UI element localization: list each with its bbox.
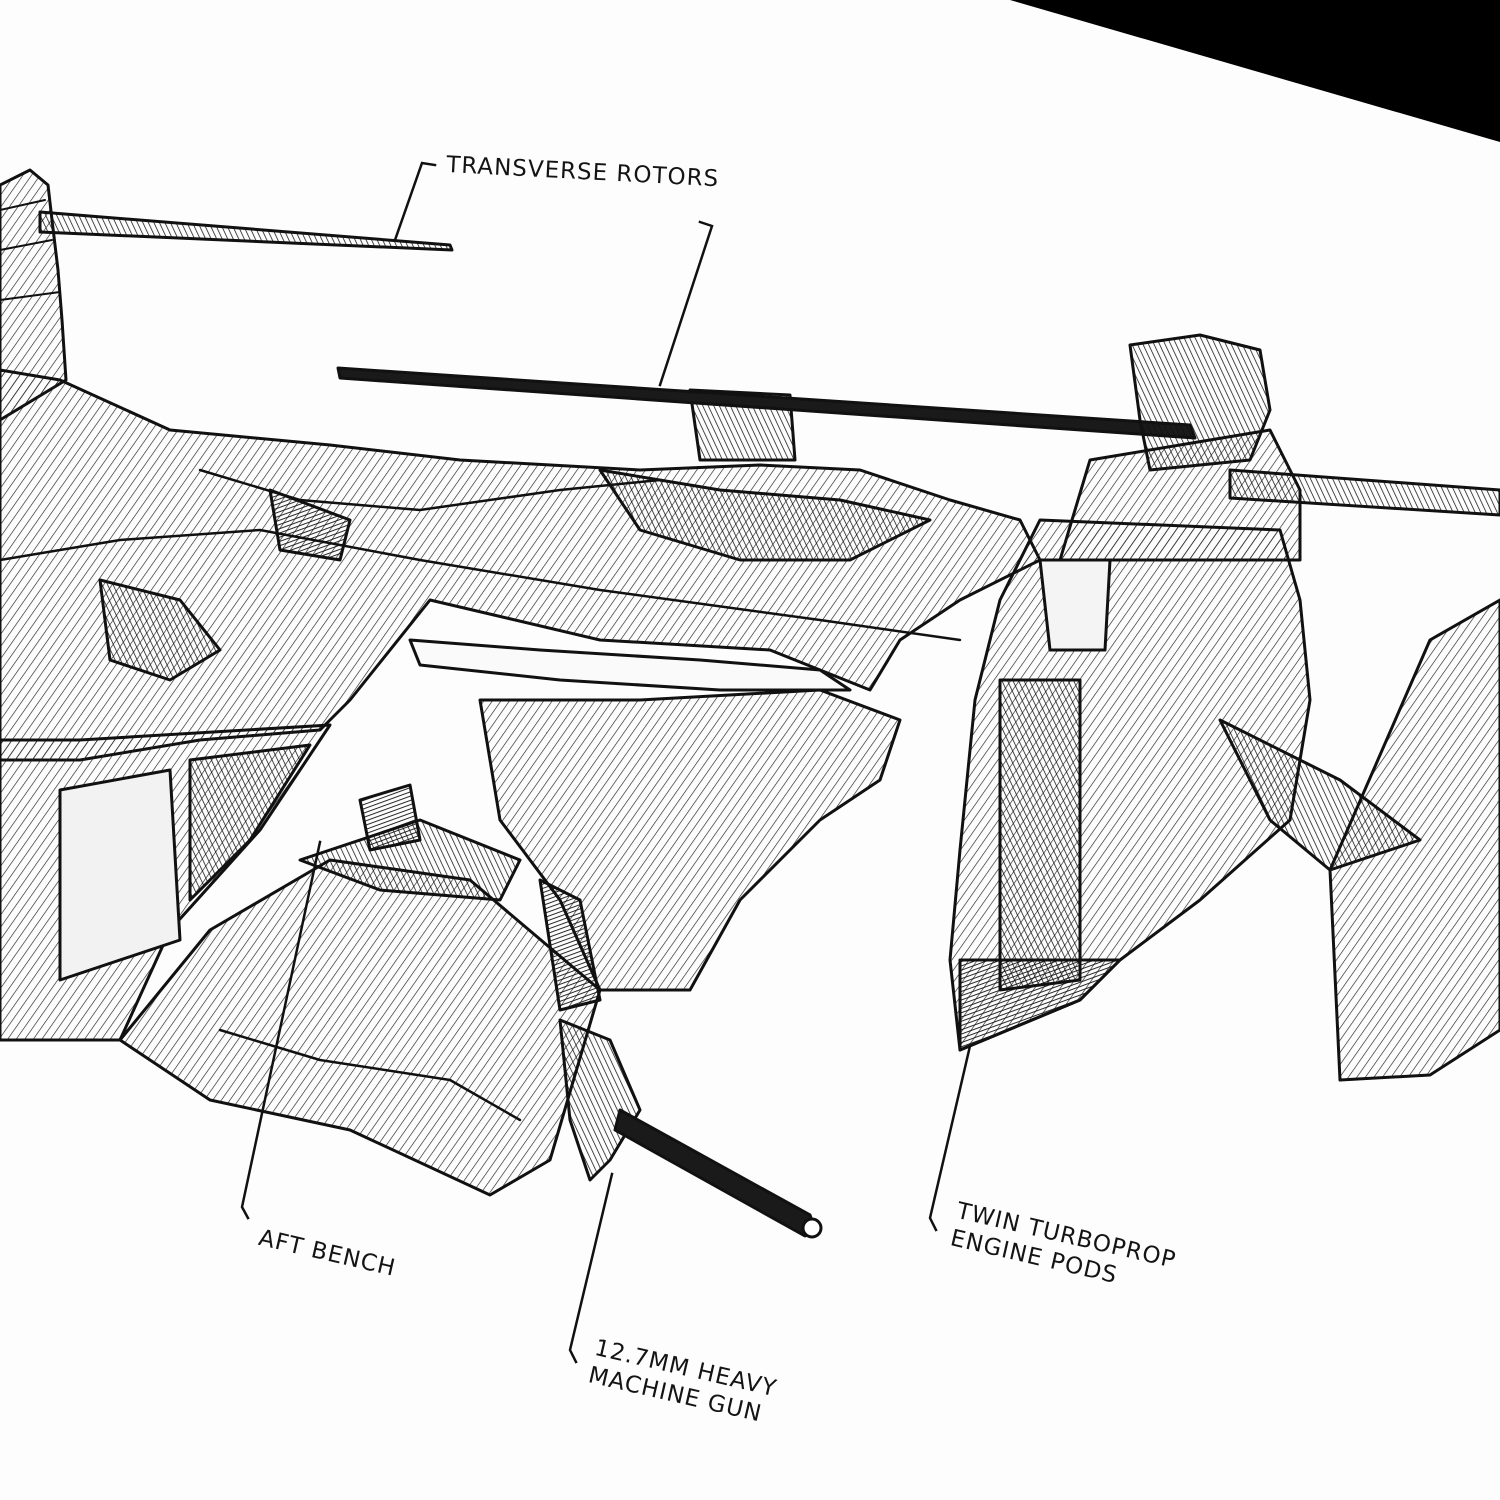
fuselage (0, 368, 1042, 762)
leader-rotors-right (658, 220, 714, 387)
sheet-edge (1010, 0, 1500, 142)
leader-engines (928, 1044, 972, 1232)
machine-gun (538, 878, 823, 1239)
right-rotor-blade (1228, 468, 1500, 517)
left-rotor-blade (38, 210, 454, 252)
leader-bench (240, 840, 322, 1220)
aft-ramp (118, 783, 602, 1197)
leader-rotors-left (393, 161, 437, 242)
lower-fuselage (0, 723, 332, 1042)
engine-pod (948, 333, 1312, 1052)
leader-gun (568, 1172, 614, 1364)
